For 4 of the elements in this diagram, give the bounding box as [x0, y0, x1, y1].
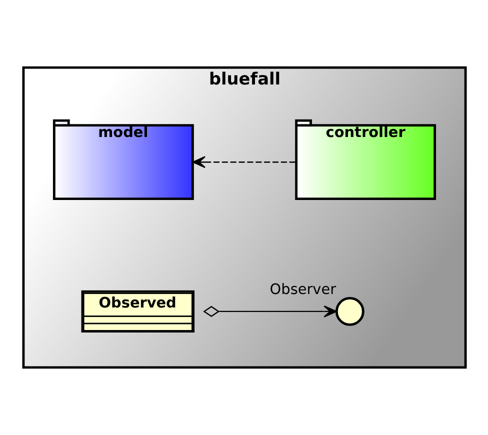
node-circle — [334, 297, 364, 326]
node-label: Observer — [269, 282, 336, 298]
arrow — [202, 305, 336, 318]
arrow — [192, 156, 296, 168]
